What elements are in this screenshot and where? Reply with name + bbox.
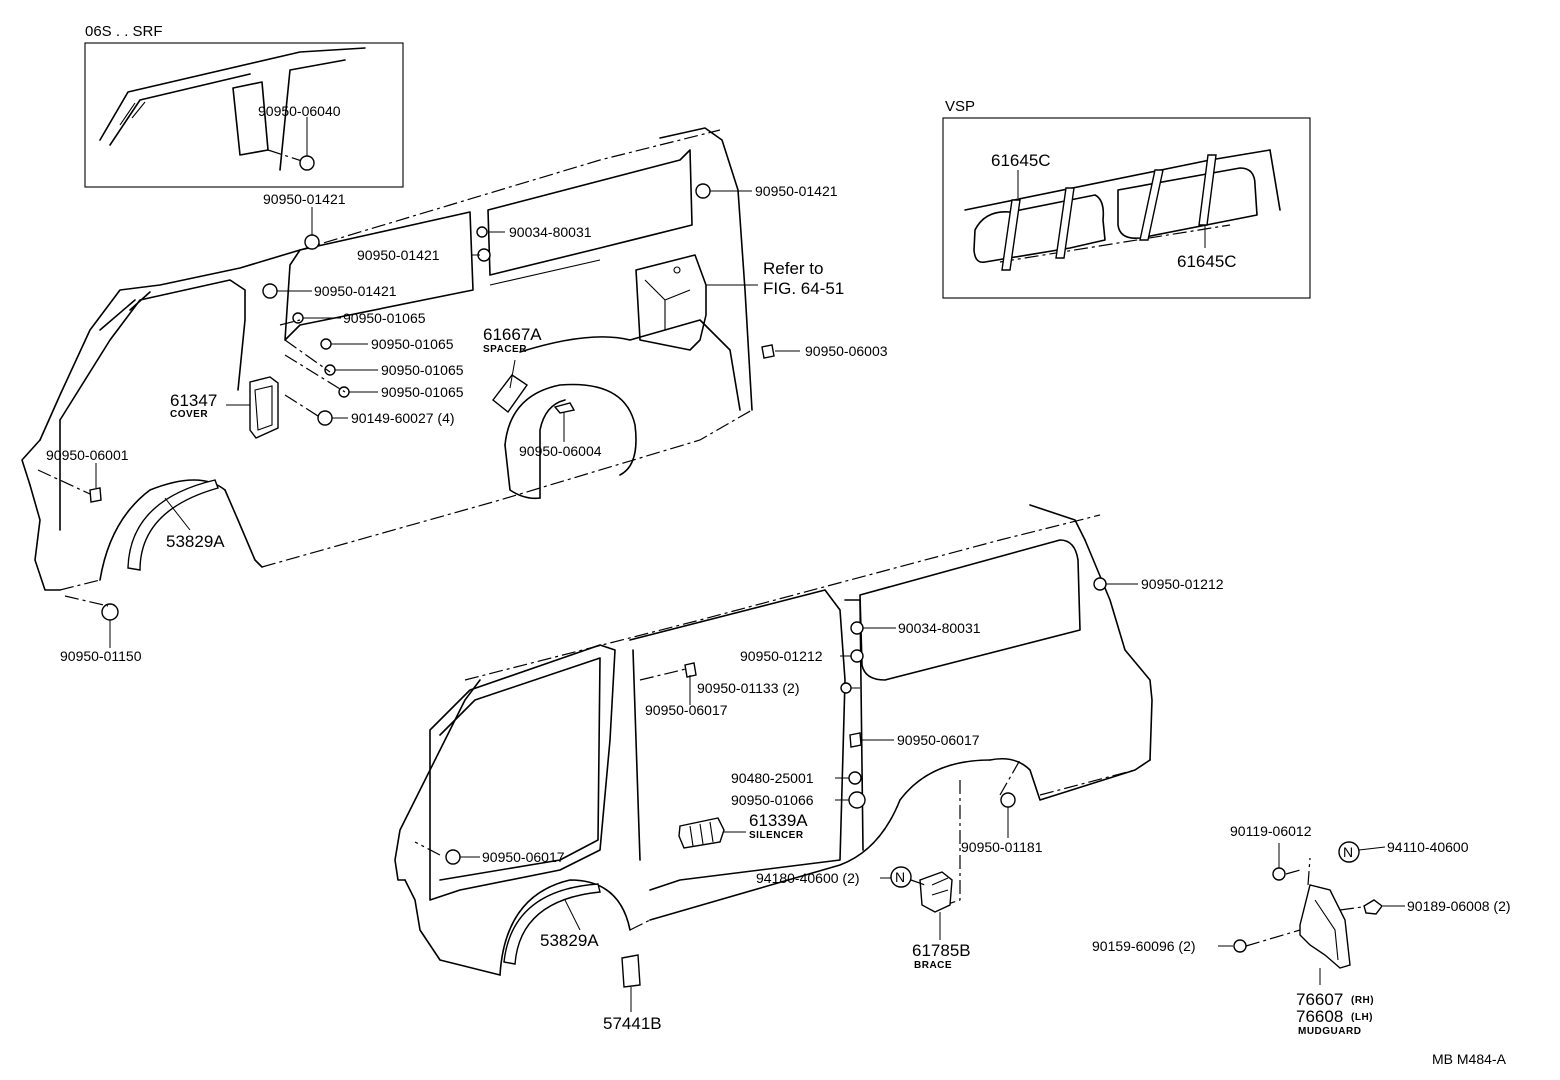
lower-van-body: N 90950-01212 90034-80031 90950-01212 90… bbox=[394, 504, 1224, 1033]
part-61667a-number: 61667A bbox=[483, 325, 542, 344]
plug-01065-a-icon bbox=[292, 312, 304, 324]
screw-60027-icon bbox=[317, 410, 333, 426]
part-90950-01150: 90950-01150 bbox=[60, 648, 142, 664]
plug-06017-a-icon bbox=[684, 662, 697, 678]
part-76607-number: 76607 bbox=[1296, 990, 1343, 1009]
brace-61785b-icon bbox=[919, 871, 953, 913]
part-90950-01065-c: 90950-01065 bbox=[381, 362, 464, 378]
clip-06008-icon bbox=[1363, 899, 1383, 915]
part-mudguard-name: MUDGUARD bbox=[1298, 1026, 1361, 1037]
screw-60096-icon bbox=[1233, 939, 1247, 953]
part-61347-number: 61347 bbox=[170, 391, 217, 410]
plug-01065-b-icon bbox=[320, 338, 332, 350]
part-76608-number: 76608 bbox=[1296, 1007, 1343, 1026]
part-90950-01421-b: 90950-01421 bbox=[755, 183, 838, 199]
part-94110-40600: 94110-40600 bbox=[1387, 839, 1469, 855]
plug-01421-b-icon bbox=[695, 183, 711, 199]
n-mark-b-letter: N bbox=[1343, 844, 1353, 860]
part-94180-40600: 94180-40600 (2) bbox=[756, 870, 860, 886]
part-90950-01421-d: 90950-01421 bbox=[314, 283, 397, 299]
part-90950-01181: 90950-01181 bbox=[961, 839, 1043, 855]
pillar-garnish-b-icon bbox=[1055, 187, 1075, 259]
part-61339a-name: SILENCER bbox=[749, 830, 804, 841]
grommet-25001-icon bbox=[848, 771, 862, 785]
plug-01212-a-icon bbox=[1093, 577, 1107, 591]
plug-06017-b-icon bbox=[849, 732, 862, 748]
refer-to-line-1: Refer to bbox=[763, 259, 823, 278]
part-76608-tag: (LH) bbox=[1351, 1012, 1373, 1023]
part-76607-tag: (RH) bbox=[1351, 995, 1374, 1006]
pillar-garnish-d-icon bbox=[1198, 154, 1217, 226]
part-61785b-name: BRACE bbox=[914, 960, 952, 971]
part-90950-06003: 90950-06003 bbox=[805, 343, 888, 359]
srf-inset: 06S . . SRF 90950-06040 bbox=[84, 23, 404, 188]
part-90480-25001: 90480-25001 bbox=[731, 770, 814, 786]
mudguard-76607-icon bbox=[1299, 884, 1351, 969]
n-mark-a-letter: N bbox=[895, 869, 905, 885]
plug-01133-icon bbox=[840, 682, 852, 694]
part-90950-01421-c: 90950-01421 bbox=[357, 247, 440, 263]
vsp-inset-label: VSP bbox=[945, 98, 975, 115]
arch-moulding-upper-icon bbox=[127, 479, 219, 571]
bolt-06012-icon bbox=[1272, 867, 1286, 881]
n-mark-a-icon bbox=[890, 866, 912, 888]
part-90950-01212-b: 90950-01212 bbox=[740, 648, 823, 664]
refer-to-line-2: FIG. 64-51 bbox=[763, 279, 844, 298]
part-90950-06017-b: 90950-06017 bbox=[897, 732, 980, 748]
pillar-garnish-a-icon bbox=[1001, 199, 1021, 271]
part-90950-06017-a: 90950-06017 bbox=[645, 702, 728, 718]
srf-inset-label: 06S . . SRF bbox=[85, 23, 163, 40]
plug-06004-icon bbox=[553, 402, 576, 414]
part-90950-01065-a: 90950-01065 bbox=[343, 310, 426, 326]
part-61339a-number: 61339A bbox=[749, 811, 808, 830]
part-90950-06001: 90950-06001 bbox=[46, 447, 129, 463]
part-90149-60027: 90149-60027 (4) bbox=[351, 410, 455, 426]
part-61667a-name: SPACER bbox=[483, 344, 527, 355]
spacer-61667a-icon bbox=[492, 374, 528, 414]
plug-01212-b-icon bbox=[850, 649, 864, 663]
clip-80031-lower-icon bbox=[850, 621, 864, 635]
plug-01181-icon bbox=[1000, 792, 1016, 808]
plug-06040-icon bbox=[299, 155, 315, 171]
plug-06001-icon bbox=[89, 487, 102, 503]
part-61645c-upper: 61645C bbox=[991, 151, 1051, 170]
part-61645c-lower: 61645C bbox=[1177, 252, 1237, 271]
part-53829a-lower: 53829A bbox=[540, 931, 599, 950]
diagram-code: MB M484-A bbox=[1432, 1051, 1507, 1067]
plug-01421-d-icon bbox=[262, 283, 278, 299]
part-90950-01212-a: 90950-01212 bbox=[1141, 576, 1224, 592]
plug-06003-icon bbox=[761, 344, 775, 359]
part-90159-60096: 90159-60096 (2) bbox=[1092, 938, 1196, 954]
part-90034-80031-upper: 90034-80031 bbox=[509, 224, 592, 240]
plug-01421-a-icon bbox=[304, 234, 320, 250]
plug-01066-icon bbox=[848, 791, 866, 809]
part-90950-06004: 90950-06004 bbox=[519, 443, 602, 459]
part-53829a-upper: 53829A bbox=[166, 532, 225, 551]
vsp-inset: VSP 61645C 61645C bbox=[942, 98, 1311, 299]
part-90119-06012: 90119-06012 bbox=[1230, 823, 1312, 839]
arch-moulding-lower-icon bbox=[503, 883, 601, 965]
part-90950-06040: 90950-06040 bbox=[258, 103, 341, 119]
mudguard-assembly: N 90119-06012 94110-40600 90189-06008 (2… bbox=[1092, 823, 1511, 1037]
upper-van-body: 90950-01421 90950-01421 90034-80031 9095… bbox=[21, 127, 888, 664]
part-90950-01421-a: 90950-01421 bbox=[263, 191, 346, 207]
pillar-garnish-c-icon bbox=[1139, 169, 1164, 241]
part-61785b-number: 61785B bbox=[912, 941, 971, 960]
part-90950-06017-c: 90950-06017 bbox=[482, 849, 565, 865]
part-90950-01066: 90950-01066 bbox=[731, 792, 814, 808]
plug-06017-c-icon bbox=[445, 849, 461, 865]
part-90950-01133: 90950-01133 (2) bbox=[697, 680, 799, 696]
n-mark-b-icon bbox=[1338, 841, 1360, 863]
panel-57441b-icon bbox=[621, 954, 641, 988]
part-57441b: 57441B bbox=[603, 1014, 662, 1033]
cover-61347-icon bbox=[249, 376, 279, 439]
part-90034-80031-lower: 90034-80031 bbox=[898, 620, 981, 636]
clip-80031-upper-icon bbox=[476, 226, 488, 238]
part-90950-01065-b: 90950-01065 bbox=[371, 336, 454, 352]
part-61347-name: COVER bbox=[170, 409, 208, 420]
plug-01150-icon bbox=[101, 603, 119, 621]
part-90950-01065-d: 90950-01065 bbox=[381, 384, 464, 400]
part-90189-06008: 90189-06008 (2) bbox=[1407, 898, 1511, 914]
